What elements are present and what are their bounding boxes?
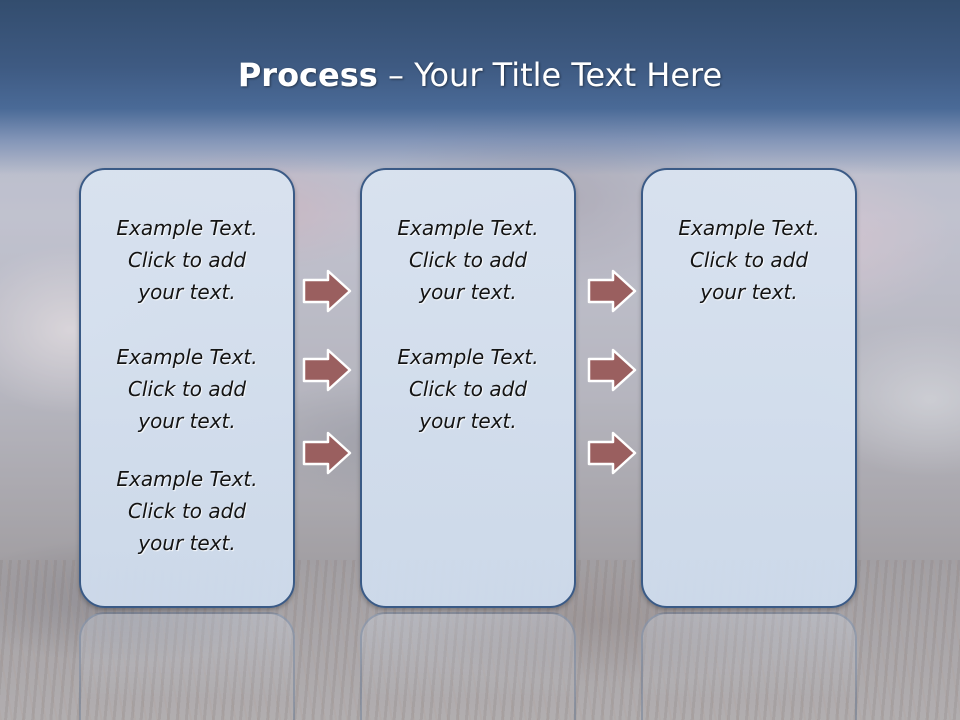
process-box-3[interactable]: Example Text. Click to add your text. [641,168,857,608]
box-reflection [641,612,857,720]
right-arrow-icon[interactable] [587,431,637,475]
text-line: Click to add [127,499,247,523]
text-block[interactable]: Example Text. Click to add your text. [643,212,855,308]
process-box-1[interactable]: Example Text. Click to add your text. Ex… [79,168,295,608]
text-line: Click to add [689,248,809,272]
text-block[interactable]: Example Text. Click to add your text. [362,212,574,308]
title-bar [0,0,960,175]
text-line: Click to add [408,248,528,272]
text-line: Click to add [127,377,247,401]
text-line: your text. [138,531,236,555]
text-block[interactable]: Example Text. Click to add your text. [81,463,293,559]
box-reflection [360,612,576,720]
text-line: Example Text. [397,345,539,369]
text-block[interactable]: Example Text. Click to add your text. [81,212,293,308]
text-line: your text. [138,280,236,304]
text-line: Click to add [127,248,247,272]
text-line: your text. [700,280,798,304]
right-arrow-icon[interactable] [302,348,352,392]
text-block[interactable]: Example Text. Click to add your text. [81,341,293,437]
right-arrow-icon[interactable] [302,431,352,475]
right-arrow-icon[interactable] [587,348,637,392]
right-arrow-icon[interactable] [302,269,352,313]
text-line: Example Text. [116,216,258,240]
process-box-2[interactable]: Example Text. Click to add your text. Ex… [360,168,576,608]
slide-title[interactable]: Process – Your Title Text Here [0,52,960,98]
text-line: Example Text. [116,467,258,491]
text-block[interactable]: Example Text. Click to add your text. [362,341,574,437]
title-rest-text: – Your Title Text Here [377,56,723,94]
text-line: your text. [138,409,236,433]
title-bold-text: Process [237,56,378,94]
box-reflection [79,612,295,720]
right-arrow-icon[interactable] [587,269,637,313]
text-line: Click to add [408,377,528,401]
text-line: Example Text. [397,216,539,240]
text-line: Example Text. [116,345,258,369]
text-line: your text. [419,280,517,304]
text-line: Example Text. [678,216,820,240]
text-line: your text. [419,409,517,433]
